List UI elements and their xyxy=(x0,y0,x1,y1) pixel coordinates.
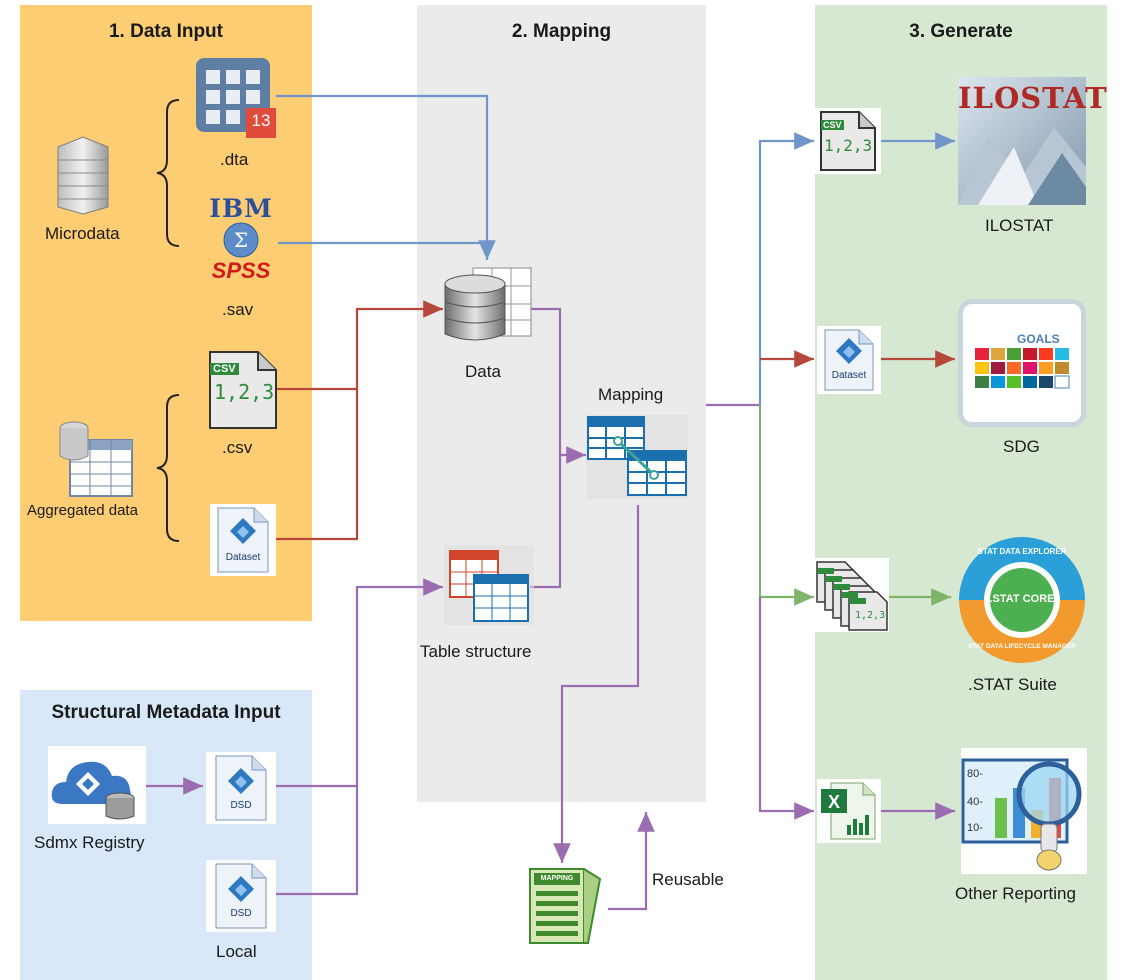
sdmx-registry-icon xyxy=(48,746,146,829)
microdata-label: Microdata xyxy=(45,224,120,243)
dsd-local-icon: DSD xyxy=(206,860,276,932)
chart-tick-10: 10- xyxy=(967,822,983,834)
ilostat-logo: ILOSTAT xyxy=(958,77,1108,205)
mapping-icon xyxy=(586,415,688,504)
sdg-label: SDG xyxy=(1003,437,1040,456)
stat-suite-logo: .STAT CORE STAT DATA EXPLORER STAT DATA … xyxy=(955,533,1089,667)
svg-text:X: X xyxy=(828,792,840,812)
csv-output-tag-text: CSV xyxy=(821,120,844,130)
mapping-panel: 2. Mapping xyxy=(417,5,706,802)
dataset-text: Dataset xyxy=(225,552,261,563)
brace-aggregated-icon xyxy=(156,394,180,542)
line-dataset-to-data xyxy=(276,389,359,541)
csv-numbers-text: 1,2,3 xyxy=(214,380,275,404)
dta-label: .dta xyxy=(220,150,249,169)
chart-tick-80: 80- xyxy=(967,768,983,780)
dataset-output-text: Dataset xyxy=(831,370,867,381)
mapping-label: Mapping xyxy=(598,385,664,404)
data-label: Data xyxy=(465,362,501,381)
server-icon xyxy=(50,135,116,220)
stat-core-text: .STAT CORE xyxy=(989,593,1055,605)
line-data-to-mapping xyxy=(530,307,586,464)
svg-text:Σ: Σ xyxy=(234,228,248,252)
dsd-registry-icon: DSD xyxy=(206,752,276,824)
aggregated-data-label: Aggregated data xyxy=(27,502,138,519)
csv-output-numbers-text: 1,2,3 xyxy=(824,136,873,155)
structural-metadata-title: Structural Metadata Input xyxy=(51,702,281,723)
stat-explorer-text: STAT DATA EXPLORER xyxy=(977,547,1067,556)
csv-file-icon: CSV 1,2,3 xyxy=(206,350,278,430)
generate-title: 3. Generate xyxy=(909,21,1013,42)
ibm-logo-text: IBM xyxy=(209,194,273,223)
line-mapping-to-doc xyxy=(553,505,640,863)
csv-stack-icon: 1,2,3 xyxy=(815,558,889,632)
sdg-logo-text: GOALS xyxy=(1017,332,1060,346)
line-dsd-to-table xyxy=(276,578,443,788)
sdmx-registry-label: Sdmx Registry xyxy=(34,833,145,852)
brace-microdata-icon xyxy=(156,99,180,247)
csv-stack-numbers-text: 1,2,3 xyxy=(855,610,886,621)
sav-label: .sav xyxy=(222,300,254,319)
line-out-stat xyxy=(758,405,814,606)
aggregated-data-icon xyxy=(56,420,134,503)
mapping-title: 2. Mapping xyxy=(511,21,612,42)
dataset-output-icon: Dataset xyxy=(817,326,881,394)
database-icon xyxy=(443,266,533,351)
ilostat-logo-text: ILOSTAT xyxy=(958,81,1108,115)
stata-icon: 13 xyxy=(196,58,276,138)
csv-label: .csv xyxy=(222,438,253,457)
mapping-document-icon: MAPPING xyxy=(526,865,606,947)
excel-file-icon: X xyxy=(817,779,881,843)
stat-manager-text: STAT DATA LIFECYCLE MANAGER xyxy=(968,643,1076,650)
sdg-logo: GOALS xyxy=(958,299,1086,427)
dataset-file-icon: Dataset xyxy=(210,504,276,576)
csv-output-icon: CSV 1,2,3 xyxy=(815,108,881,174)
line-dta-to-data xyxy=(276,94,496,260)
line-out-other xyxy=(758,597,814,820)
dsd-registry-text: DSD xyxy=(230,800,252,811)
reusable-label: Reusable xyxy=(652,870,724,889)
mapping-doc-text: MAPPING xyxy=(540,875,574,882)
other-reporting-icon: 80- 40- 10- xyxy=(961,748,1087,874)
chart-tick-40: 40- xyxy=(967,796,983,808)
spss-icon: IBM Σ SPSS xyxy=(204,194,278,288)
other-reporting-label: Other Reporting xyxy=(955,884,1076,903)
csv-tag-text: CSV xyxy=(210,363,239,375)
line-local-to-table xyxy=(276,786,359,896)
stat-suite-label: .STAT Suite xyxy=(968,675,1057,694)
dsd-local-text: DSD xyxy=(230,908,252,919)
line-out-ilostat xyxy=(758,132,814,405)
line-table-to-mapping xyxy=(530,455,562,589)
local-label: Local xyxy=(216,942,257,961)
line-csv-to-data xyxy=(276,300,443,391)
data-input-title: 1. Data Input xyxy=(108,21,223,42)
table-structure-label: Table structure xyxy=(420,642,532,661)
table-structure-icon xyxy=(444,545,534,630)
ilostat-label: ILOSTAT xyxy=(985,216,1054,235)
stata-version-text: 13 xyxy=(251,111,271,130)
line-reusable xyxy=(608,812,655,911)
spss-logo-text: SPSS xyxy=(211,258,271,283)
